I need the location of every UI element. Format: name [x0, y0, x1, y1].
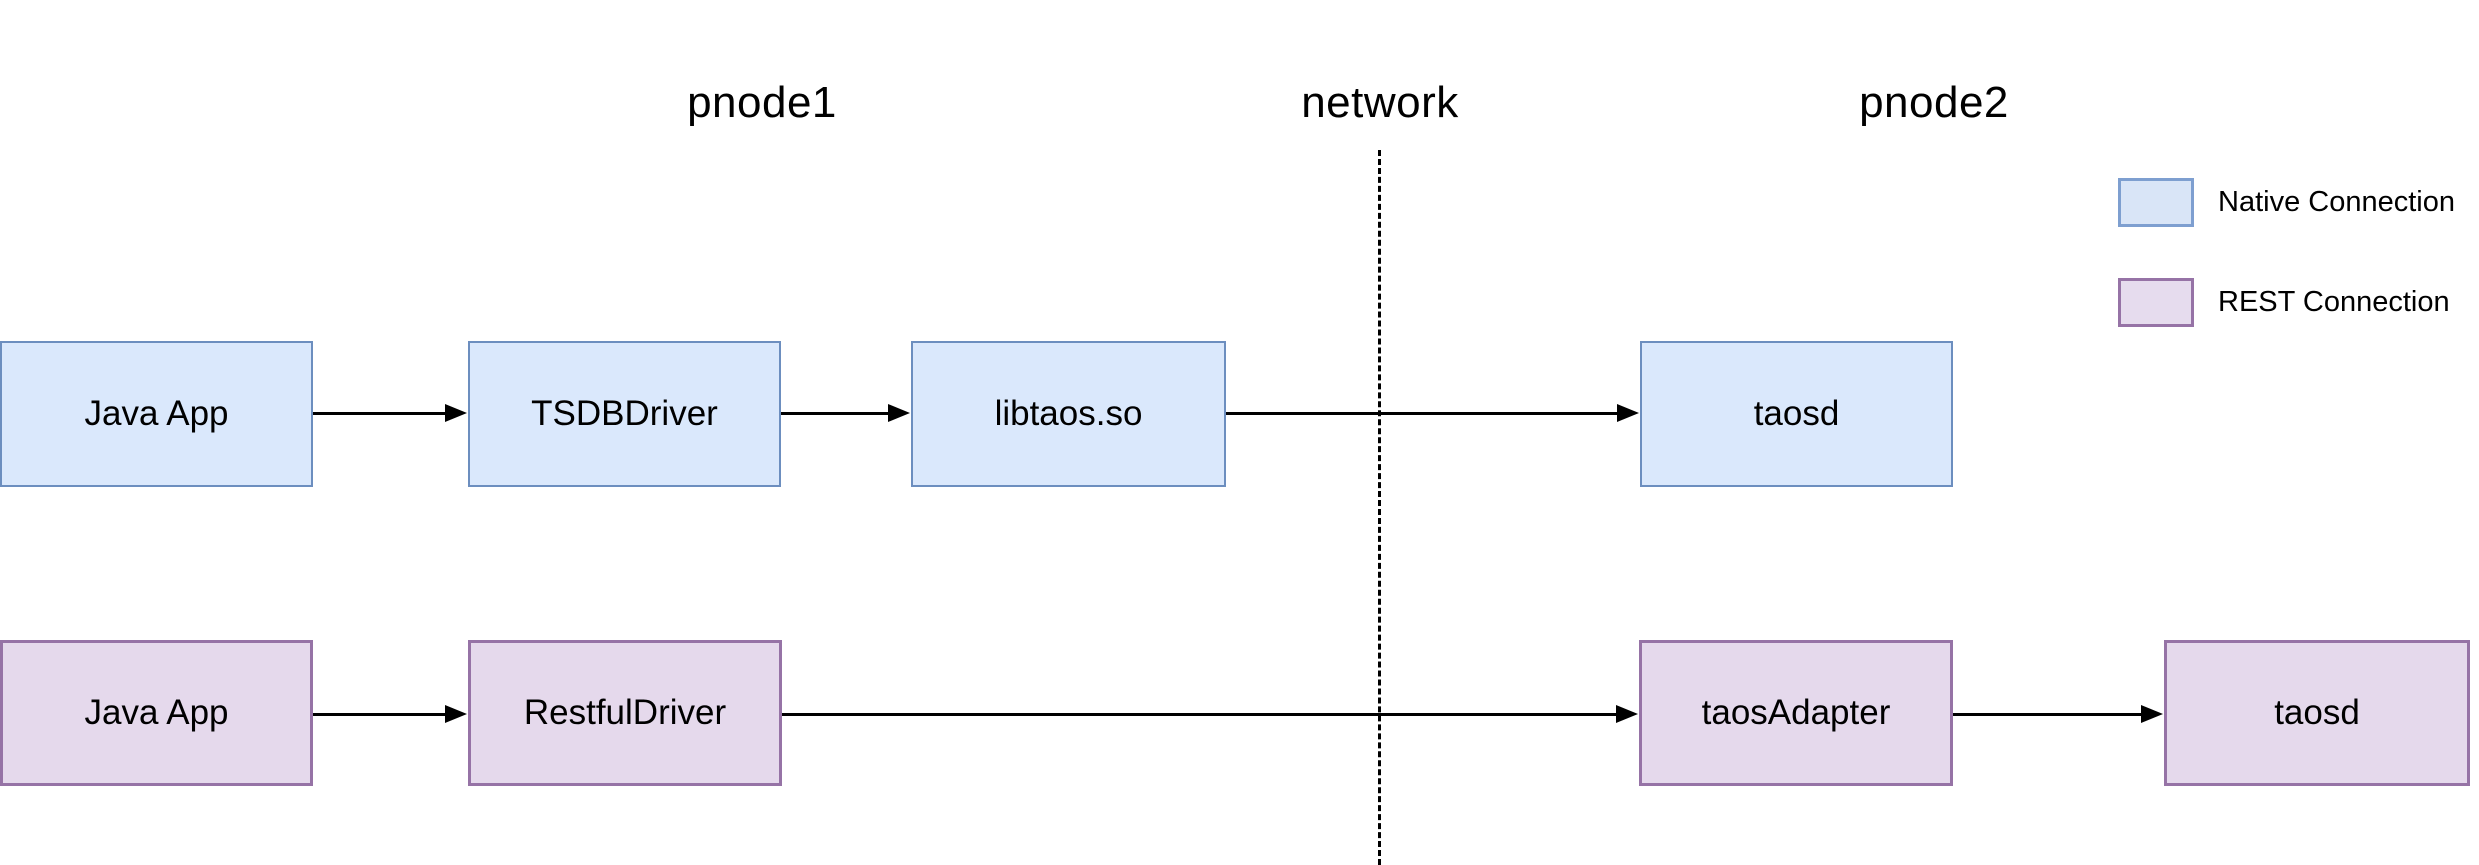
arrow-java-app-to-tsdbdriver	[313, 404, 467, 422]
arrow-taosadapter-to-taosd	[1953, 705, 2163, 723]
node-java-app-native: Java App	[0, 341, 313, 487]
arrow-libtaos-to-taosd	[1226, 404, 1639, 422]
legend-label-rest: REST Connection	[2218, 286, 2450, 318]
node-tsdbdriver: TSDBDriver	[468, 341, 781, 487]
network-boundary-dashed-line	[1378, 150, 1381, 865]
node-taosadapter: taosAdapter	[1639, 640, 1953, 786]
legend-swatch-native-icon	[2118, 178, 2194, 227]
node-taosd-native: taosd	[1640, 341, 1953, 487]
zone-title-pnode1: pnode1	[687, 78, 837, 127]
zone-title-pnode2: pnode2	[1859, 78, 2009, 127]
arrow-java-app-to-restfuldriver	[313, 705, 467, 723]
legend-item-native-connection: Native Connection	[2118, 178, 2455, 227]
legend-swatch-rest-icon	[2118, 278, 2194, 327]
arrow-restfuldriver-to-taosadapter	[782, 705, 1638, 723]
node-restfuldriver: RestfulDriver	[468, 640, 782, 786]
zone-title-network: network	[1301, 78, 1459, 127]
node-taosd-rest: taosd	[2164, 640, 2470, 786]
legend-item-rest-connection: REST Connection	[2118, 278, 2450, 327]
node-libtaos-so: libtaos.so	[911, 341, 1226, 487]
node-java-app-rest: Java App	[0, 640, 313, 786]
legend-label-native: Native Connection	[2218, 186, 2455, 218]
arrow-tsdbdriver-to-libtaos	[781, 404, 910, 422]
